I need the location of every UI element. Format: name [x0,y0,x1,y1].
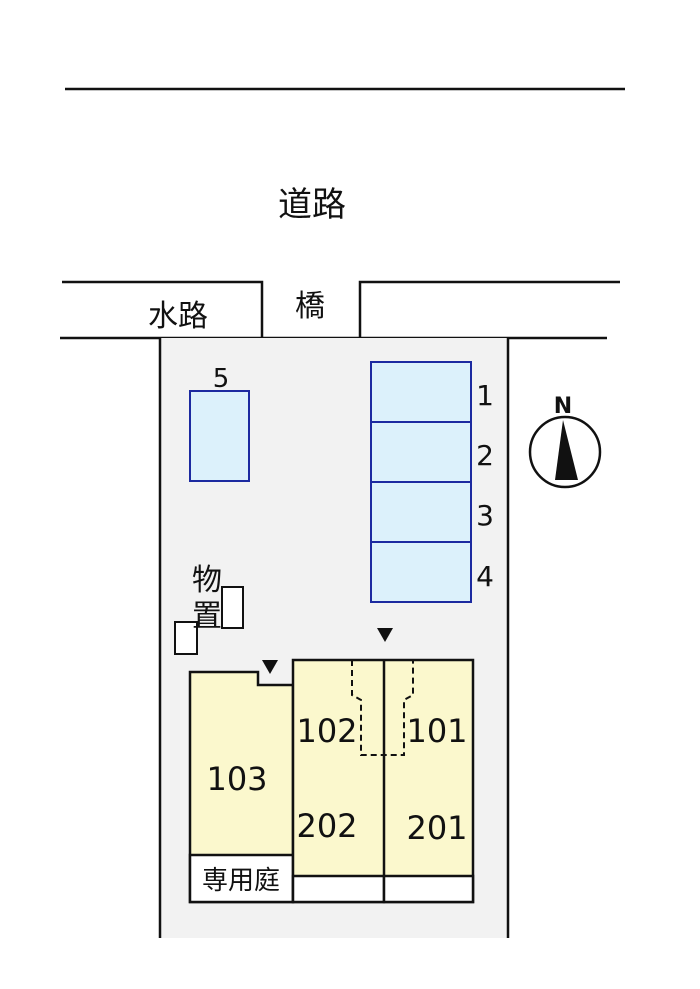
unit-label-202: 202 [296,807,357,845]
parking-space-1 [370,361,472,423]
unit-label-102: 102 [296,712,357,750]
parking-label-4: 4 [476,560,494,593]
parking-space-3 [370,481,472,543]
unit-label-103: 103 [206,760,267,798]
unit-label-101: 101 [406,712,467,750]
waterway [60,280,620,340]
storage-box [221,586,244,629]
parking-space-5 [189,390,250,482]
parking-label-2: 2 [476,439,494,472]
balcony-201 [382,874,475,904]
unit-label-201: 201 [406,809,467,847]
parking-label-5: 5 [213,364,230,394]
private-garden [188,853,295,904]
bridge-label: 橋 [295,289,325,324]
parking-label-1: 1 [476,379,494,412]
parking-space-4 [370,541,472,603]
north-arrow-icon [528,415,602,489]
entrance-triangle-icon [377,628,393,642]
storage-box [174,621,198,655]
parking-space-2 [370,421,472,483]
storage-label-1: 物 [192,563,222,598]
parking-label-3: 3 [476,499,494,532]
north-label: N [554,394,572,419]
road-label: 道路 [278,185,346,225]
storage-label-2: 置 [192,599,222,634]
entrance-triangle-icon [262,660,278,674]
private-garden-label: 専用庭 [202,866,280,896]
stairs-outline [351,660,414,756]
balcony-202 [291,874,386,904]
waterway-label: 水路 [148,299,208,334]
